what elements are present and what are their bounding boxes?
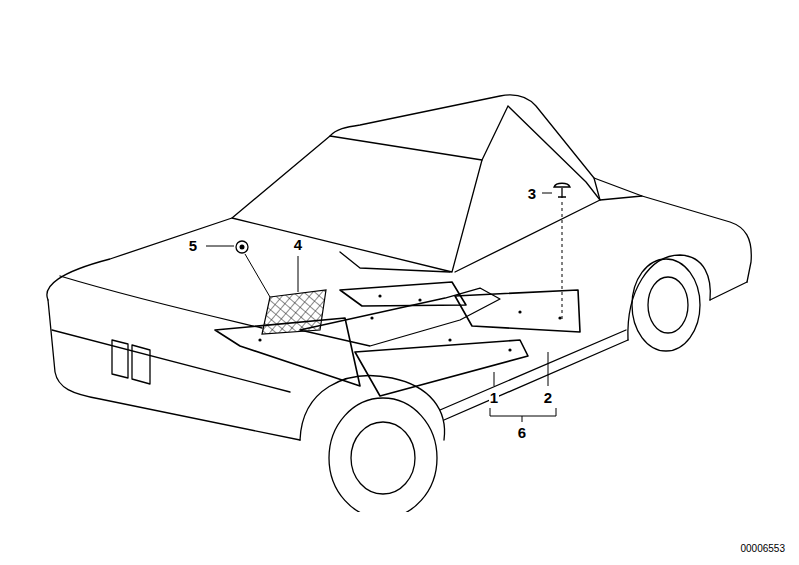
callout-number: 6: [517, 425, 527, 440]
callout-number: 4: [293, 237, 303, 252]
callout-number: 2: [543, 390, 553, 405]
callout-number: 3: [527, 186, 537, 201]
callout-number: 5: [188, 238, 198, 253]
callout-number: 1: [489, 390, 499, 405]
diagram-number: 00006553: [740, 544, 787, 554]
